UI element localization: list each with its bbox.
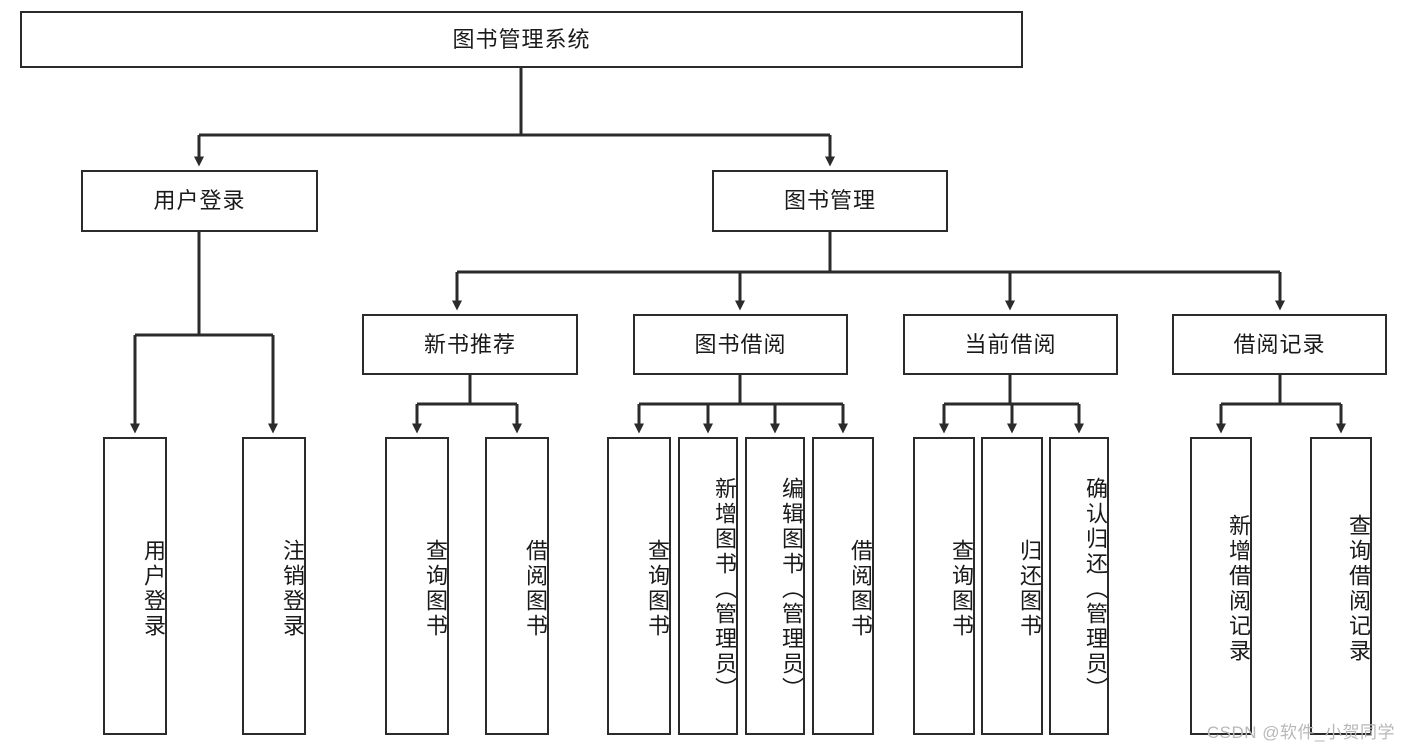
node-book-management[interactable]: 图书管理 [712,170,948,232]
node-label: 归还图书 [1017,539,1042,639]
node-label: 查询图书 [423,539,448,639]
leaf-query-book-borrow[interactable]: 查询图书 [607,437,671,735]
node-label: 注销登录 [280,539,305,639]
node-label: 编辑图书（管理员） [779,476,804,702]
node-current-borrow[interactable]: 当前借阅 [903,314,1118,375]
node-label: 查询图书 [645,539,670,639]
leaf-add-book-admin[interactable]: 新增图书（管理员） [678,437,738,735]
node-user-login[interactable]: 用户登录 [81,170,318,232]
node-label: 查询图书 [949,539,974,639]
node-root[interactable]: 图书管理系统 [20,11,1023,68]
node-label: 确认归还（管理员） [1083,476,1108,702]
node-label: 当前借阅 [964,331,1057,357]
leaf-add-borrow-record[interactable]: 新增借阅记录 [1190,437,1252,735]
node-label: 图书借阅 [694,331,787,357]
node-label: 新增图书（管理员） [712,476,737,702]
node-label: 查询借阅记录 [1346,514,1371,664]
node-new-book-recommend[interactable]: 新书推荐 [362,314,578,375]
node-label: 新增借阅记录 [1226,514,1251,664]
leaf-query-book-recommend[interactable]: 查询图书 [385,437,449,735]
node-label: 借阅图书 [523,539,548,639]
leaf-borrow-book-recommend[interactable]: 借阅图书 [485,437,549,735]
node-label: 新书推荐 [423,331,516,357]
leaf-borrow-book[interactable]: 借阅图书 [812,437,874,735]
node-label: 借阅图书 [848,539,873,639]
leaf-logout[interactable]: 注销登录 [242,437,306,735]
node-label: 用户登录 [153,188,246,214]
node-label: 图书管理系统 [452,26,591,52]
leaf-edit-book-admin[interactable]: 编辑图书（管理员） [745,437,805,735]
leaf-user-login[interactable]: 用户登录 [103,437,167,735]
leaf-confirm-return-admin[interactable]: 确认归还（管理员） [1049,437,1109,735]
node-book-borrow[interactable]: 图书借阅 [633,314,848,375]
leaf-query-borrow-record[interactable]: 查询借阅记录 [1310,437,1372,735]
leaf-return-book[interactable]: 归还图书 [981,437,1043,735]
node-label: 图书管理 [783,188,876,214]
node-borrow-records[interactable]: 借阅记录 [1172,314,1387,375]
leaf-query-book-current[interactable]: 查询图书 [913,437,975,735]
node-label: 用户登录 [141,539,166,639]
node-label: 借阅记录 [1233,331,1326,357]
watermark: CSDN @软件_小贺同学 [1206,723,1395,742]
